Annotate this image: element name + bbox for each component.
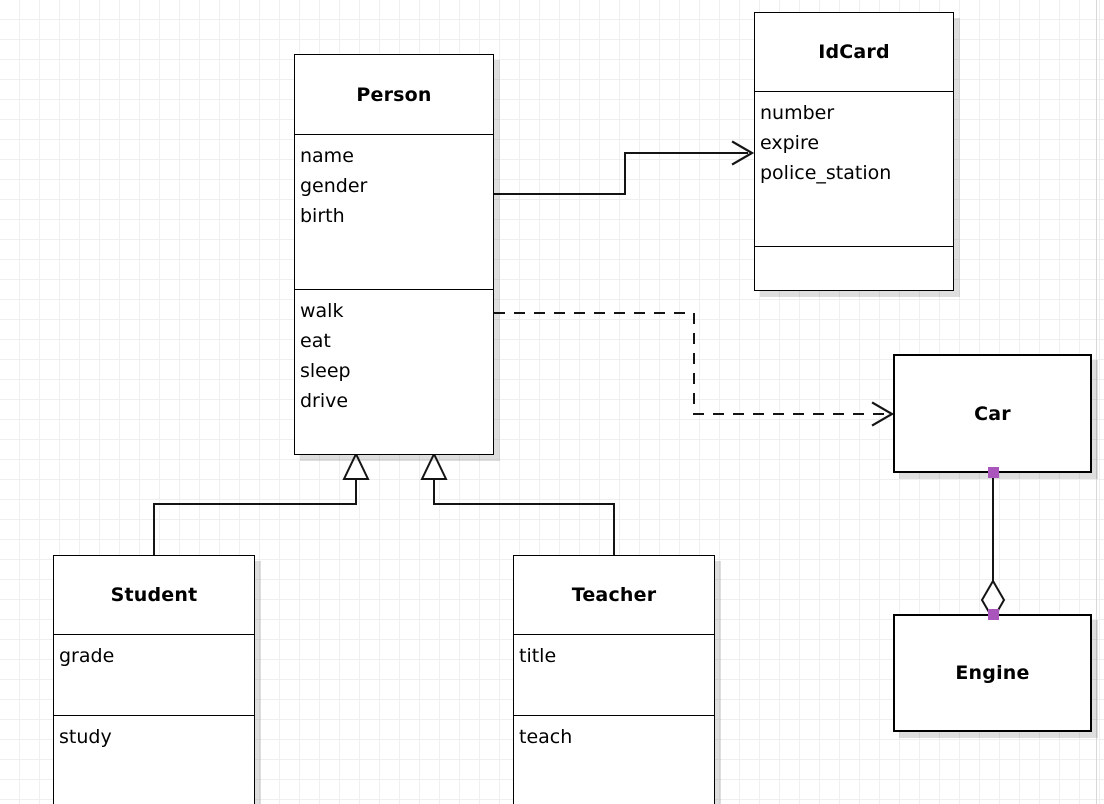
class-attributes-person: name gender birth — [295, 134, 493, 289]
class-title-teacher: Teacher — [514, 556, 714, 634]
class-operations-teacher: teach — [514, 715, 714, 804]
relation-car-engine[interactable] — [980, 473, 1006, 621]
operation-item: eat — [300, 330, 331, 352]
class-name-label: IdCard — [818, 41, 890, 63]
class-attributes-student: grade — [54, 634, 254, 715]
class-title-person: Person — [295, 55, 493, 134]
class-name-label: Car — [974, 402, 1011, 425]
class-operations-idcard — [755, 246, 953, 290]
canvas-right-edge — [1096, 0, 1097, 804]
class-title-student: Student — [54, 556, 254, 634]
relation-person-idcard[interactable] — [494, 140, 755, 195]
selection-handle-engine-top[interactable] — [988, 609, 999, 620]
class-box-person[interactable]: Person name gender birth walk eat sleep … — [294, 54, 494, 455]
class-name-label: Person — [356, 83, 432, 106]
operation-item: teach — [519, 726, 573, 748]
relation-person-car[interactable] — [494, 312, 895, 427]
attribute-item: grade — [59, 645, 115, 667]
operation-item: sleep — [300, 360, 351, 382]
attribute-item: name — [300, 145, 354, 167]
class-title-idcard: IdCard — [755, 13, 953, 91]
class-name-label: Engine — [955, 662, 1030, 684]
attribute-item: gender — [300, 175, 368, 197]
attribute-item: title — [519, 645, 557, 667]
class-attributes-teacher: title — [514, 634, 714, 715]
class-box-idcard[interactable]: IdCard number expire police_station — [754, 12, 954, 291]
attribute-item: birth — [300, 205, 345, 227]
relation-student-person[interactable] — [153, 451, 370, 555]
selection-handle-car-bottom[interactable] — [988, 467, 999, 478]
class-operations-person: walk eat sleep drive — [295, 289, 493, 454]
operation-item: drive — [300, 390, 349, 412]
class-box-student[interactable]: Student grade study — [53, 555, 255, 804]
class-title-engine: Engine — [895, 616, 1090, 730]
relation-teacher-person[interactable] — [420, 451, 615, 555]
operation-item: walk — [300, 300, 344, 322]
class-box-engine[interactable]: Engine — [893, 614, 1092, 732]
class-operations-student: study — [54, 715, 254, 804]
class-name-label: Teacher — [571, 584, 657, 606]
attribute-item: number — [760, 102, 835, 124]
class-box-car[interactable]: Car — [893, 354, 1092, 473]
class-box-teacher[interactable]: Teacher title teach — [513, 555, 715, 804]
class-attributes-idcard: number expire police_station — [755, 91, 953, 246]
class-name-label: Student — [110, 584, 198, 606]
class-title-car: Car — [895, 356, 1090, 471]
attribute-item: police_station — [760, 162, 892, 184]
attribute-item: expire — [760, 132, 820, 154]
operation-item: study — [59, 726, 112, 748]
